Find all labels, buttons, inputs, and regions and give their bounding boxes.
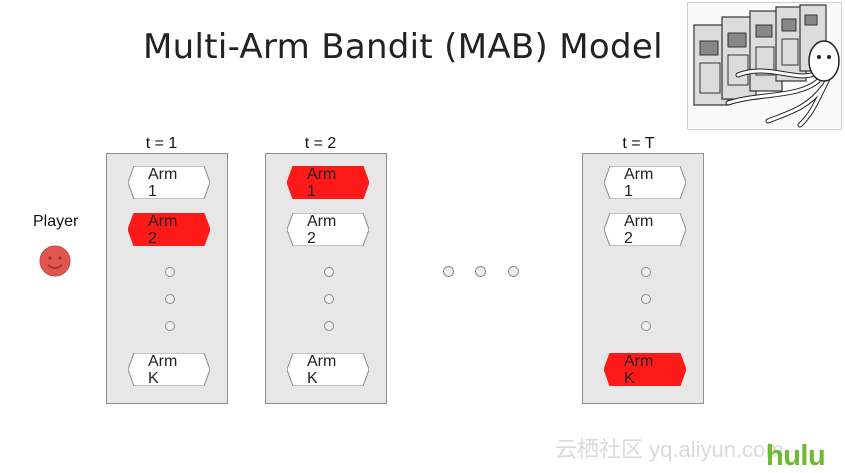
arm-k-button[interactable]: Arm K [604, 353, 686, 387]
horizontal-ellipsis-dot [443, 266, 454, 277]
arm-k-button[interactable]: Arm K [128, 353, 210, 387]
arm-2-button[interactable]: Arm 2 [604, 213, 686, 247]
horizontal-ellipsis-dot [475, 266, 486, 277]
arm-k-label: Arm K [624, 353, 654, 387]
arm-1-label: Arm 1 [148, 166, 178, 200]
time-label-tT: t = T [622, 135, 655, 152]
player-label: Player [33, 213, 79, 230]
arm-1-button[interactable]: Arm 1 [604, 166, 686, 200]
time-label-t2: t = 2 [304, 135, 337, 152]
hulu-logo: hulu [766, 440, 826, 472]
arm-2-button[interactable]: Arm 2 [287, 213, 369, 247]
arm-2-button[interactable]: Arm 2 [128, 213, 210, 247]
arm-1-button[interactable]: Arm 1 [128, 166, 210, 200]
horizontal-ellipsis-dot [508, 266, 519, 277]
arm-1-label: Arm 1 [624, 166, 654, 200]
watermark-text: 云栖社区 yq.aliyun.com [555, 437, 784, 462]
arm-2-label: Arm 2 [624, 213, 654, 247]
ellipsis-dot [165, 294, 175, 304]
ellipsis-dot [641, 294, 651, 304]
ellipsis-dot [641, 321, 651, 331]
arm-2-label: Arm 2 [148, 213, 178, 247]
ellipsis-dot [165, 267, 175, 277]
ellipsis-dot [165, 321, 175, 331]
ellipsis-dot [641, 267, 651, 277]
arm-2-label: Arm 2 [307, 213, 337, 247]
ellipsis-dot [324, 267, 334, 277]
time-label-t1: t = 1 [145, 135, 178, 152]
time-step-column-t2: Arm 1 Arm 2 Arm K [265, 153, 387, 404]
arm-k-button[interactable]: Arm K [287, 353, 369, 387]
slide-title: Multi-Arm Bandit (MAB) Model [143, 27, 663, 67]
time-step-column-t1: Arm 1 Arm 2 Arm K [106, 153, 228, 404]
ellipsis-dot [324, 321, 334, 331]
arm-k-label: Arm K [148, 353, 178, 387]
arm-1-label: Arm 1 [307, 166, 337, 200]
arm-k-label: Arm K [307, 353, 337, 387]
ellipsis-dot [324, 294, 334, 304]
arm-1-button[interactable]: Arm 1 [287, 166, 369, 200]
octopus-slot-machines-illustration [687, 2, 842, 130]
time-step-column-tT: Arm 1 Arm 2 Arm K [582, 153, 704, 404]
player-smiley-icon [39, 245, 71, 282]
